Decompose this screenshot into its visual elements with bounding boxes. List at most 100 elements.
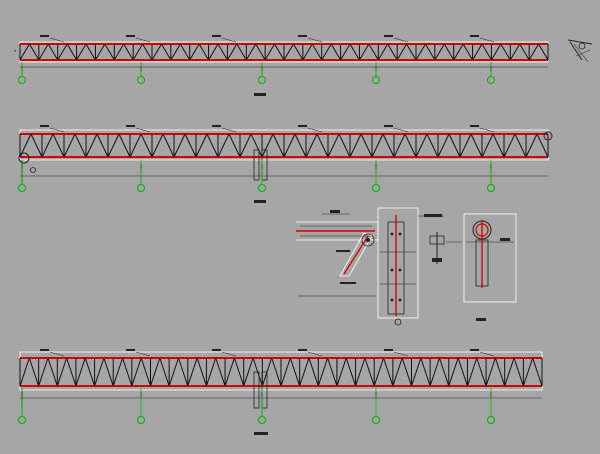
- web-diagonal: [393, 133, 406, 158]
- web-diagonal: [245, 43, 257, 61]
- web-diagonal: [404, 133, 417, 158]
- web-diagonal: [294, 133, 307, 158]
- web-diagonal: [462, 43, 474, 61]
- web-diagonal: [30, 133, 43, 158]
- web-diagonal: [94, 43, 106, 61]
- web-diagonal: [448, 357, 459, 387]
- web-diagonal: [396, 43, 408, 61]
- axis-bubble: [137, 416, 145, 424]
- leader-label-mark: [212, 349, 221, 351]
- web-diagonal: [159, 357, 170, 387]
- web-diagonal: [453, 43, 464, 61]
- web-diagonal: [415, 133, 428, 158]
- web-diagonal: [239, 133, 252, 158]
- axis-grid-markers: [18, 349, 495, 424]
- web-diagonal: [104, 43, 115, 61]
- web-diagonal: [513, 357, 524, 387]
- sketch-node-circle: [578, 42, 586, 50]
- web-diagonal: [538, 43, 549, 61]
- web-diagonal: [63, 133, 76, 158]
- axis-bubble: [372, 184, 380, 192]
- leader-label-mark: [470, 349, 479, 351]
- web-diagonal: [358, 43, 370, 61]
- leader-line: [479, 351, 495, 357]
- web-diagonal: [140, 133, 153, 158]
- leader-label-mark: [298, 349, 307, 351]
- web-diagonal: [208, 43, 219, 61]
- web-diagonal: [305, 133, 318, 158]
- web-diagonal: [47, 43, 59, 61]
- web-diagonal: [123, 43, 134, 61]
- leader-label-mark: [298, 35, 307, 37]
- web-diagonal: [360, 133, 373, 158]
- web-diagonal: [84, 357, 96, 387]
- web-diagonal: [316, 133, 329, 158]
- axis-bubble: [487, 184, 495, 192]
- web-diagonal: [195, 133, 208, 158]
- web-diagonal: [438, 357, 450, 387]
- web-diagonal: [140, 357, 151, 387]
- web-diagonal: [75, 357, 86, 387]
- leader-label-mark: [126, 35, 135, 37]
- bolt-hole: [390, 268, 394, 272]
- leader-line: [221, 127, 237, 133]
- web-diagonal: [377, 43, 389, 61]
- web-diagonal: [340, 43, 351, 61]
- web-diagonal: [364, 357, 375, 387]
- web-diagonal: [96, 133, 109, 158]
- web-diagonal: [255, 43, 266, 61]
- web-diagonal: [327, 133, 340, 158]
- node-detail-pipe-joint: [296, 210, 379, 297]
- axis-bubble: [372, 416, 380, 424]
- leader-label-mark: [40, 35, 49, 37]
- web-diagonal: [485, 357, 496, 387]
- web-diagonal: [302, 43, 313, 61]
- axis-bubble: [137, 76, 145, 84]
- web-diagonal: [349, 43, 360, 61]
- axis-grid-markers: [18, 125, 495, 192]
- web-diagonal: [76, 43, 87, 61]
- web-diagonal: [321, 43, 332, 61]
- web-diagonal: [177, 357, 189, 387]
- drawing-caption-mark: [254, 432, 268, 435]
- axis-bubble: [18, 184, 26, 192]
- web-diagonal: [308, 357, 319, 387]
- web-diagonal: [466, 357, 478, 387]
- web-diagonal: [470, 133, 483, 158]
- plate-flange: [432, 258, 442, 262]
- web-diagonal: [525, 133, 538, 158]
- web-diagonal: [536, 133, 549, 158]
- web-diagonal: [217, 43, 228, 61]
- web-diagonal: [494, 357, 506, 387]
- leader-label-mark: [336, 250, 350, 252]
- web-diagonal: [443, 43, 455, 61]
- sketch-line: [569, 41, 583, 61]
- web-diagonal: [283, 43, 294, 61]
- leader-label-mark: [212, 35, 221, 37]
- web-diagonal: [66, 357, 77, 387]
- web-diagonal: [66, 43, 78, 61]
- sketch-line: [573, 43, 589, 63]
- web-diagonal: [274, 43, 285, 61]
- web-diagonal: [382, 133, 395, 158]
- web-diagonal: [280, 357, 291, 387]
- web-diagonal: [514, 133, 527, 158]
- web-diagonal: [233, 357, 245, 387]
- leader-line: [135, 37, 151, 43]
- web-diagonal: [415, 43, 426, 61]
- bolt-hole: [398, 232, 402, 236]
- web-diagonal: [368, 43, 379, 61]
- web-diagonal: [283, 133, 296, 158]
- leader-line: [393, 351, 409, 357]
- web-diagonal: [292, 43, 304, 61]
- axis-bubble: [137, 184, 145, 192]
- web-diagonal: [448, 133, 461, 158]
- web-diagonal: [311, 43, 323, 61]
- web-diagonal: [519, 43, 530, 61]
- web-diagonal: [151, 43, 162, 61]
- web-diagonal: [19, 43, 30, 61]
- web-diagonal: [532, 357, 543, 387]
- drawing-caption-mark: [254, 200, 266, 203]
- truss-elevation-2: [18, 125, 553, 203]
